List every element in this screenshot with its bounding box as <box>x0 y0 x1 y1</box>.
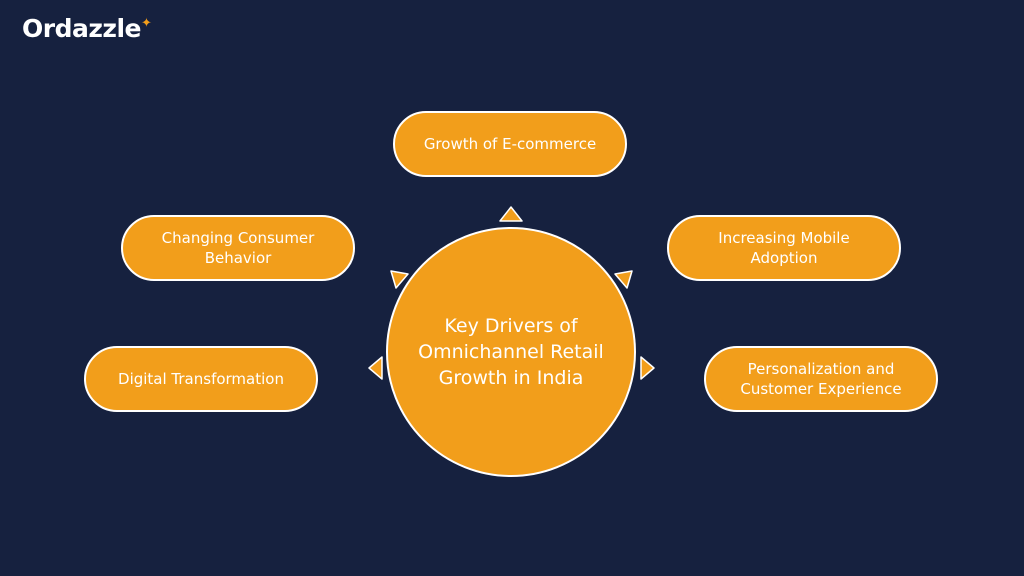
driver-label: Changing Consumer Behavior <box>161 229 315 267</box>
center-circle: Key Drivers of Omnichannel Retail Growth… <box>386 227 636 477</box>
triangle-upper-right-icon <box>614 270 633 289</box>
driver-label: Increasing Mobile Adoption <box>718 229 850 267</box>
driver-label: Digital Transformation <box>118 370 284 388</box>
driver-digital-transformation: Digital Transformation <box>84 346 318 412</box>
star-icon: ✦ <box>140 16 152 31</box>
driver-changing-consumer-behavior: Changing Consumer Behavior <box>121 215 355 281</box>
driver-growth-of-ecommerce: Growth of E-commerce <box>393 111 627 177</box>
triangle-left-icon <box>368 356 383 380</box>
center-title: Key Drivers of Omnichannel Retail Growth… <box>418 315 604 389</box>
triangle-right-icon <box>640 356 655 380</box>
logo-text: Ordazzle <box>22 14 141 43</box>
driver-personalization: Personalization and Customer Experience <box>704 346 938 412</box>
ordazzle-logo: Ordazzle✦ <box>22 14 152 43</box>
driver-label: Growth of E-commerce <box>423 135 597 153</box>
driver-increasing-mobile-adoption: Increasing Mobile Adoption <box>667 215 901 281</box>
driver-label: Personalization and Customer Experience <box>740 360 902 398</box>
triangle-upper-left-icon <box>390 270 409 289</box>
triangle-up-icon <box>499 206 523 222</box>
